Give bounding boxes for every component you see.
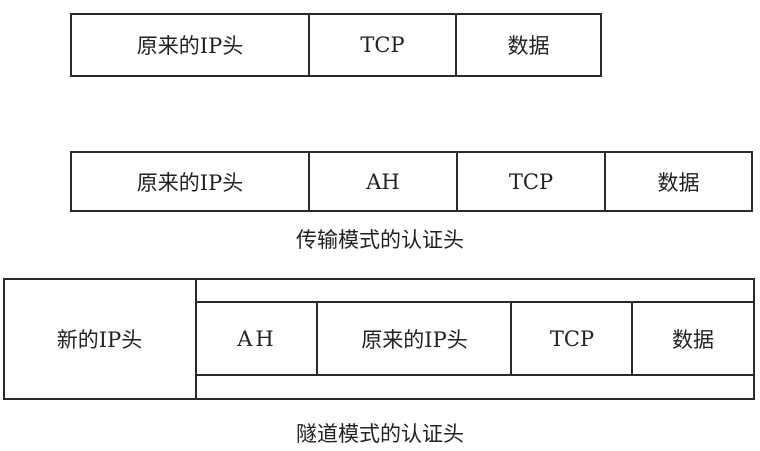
divider <box>316 302 318 375</box>
field-data: 数据 <box>604 153 751 210</box>
divider <box>510 302 512 375</box>
tunnel-mode-packet <box>3 278 755 400</box>
field-tcp: TCP <box>456 153 604 210</box>
transport-mode-caption: 传输模式的认证头 <box>296 228 464 252</box>
field-ah: AH <box>237 326 277 351</box>
field-original-ip-header: 原来的IP头 <box>136 34 244 58</box>
field-data: 数据 <box>672 327 714 352</box>
inner-bottom-line <box>196 374 755 376</box>
field-original-ip-header: 原来的IP头 <box>136 170 244 195</box>
field-tcp: TCP <box>308 15 455 75</box>
field-original-ip-header: 原来的IP头 <box>361 327 468 352</box>
inner-top-line <box>196 301 755 303</box>
field-new-ip-header: 新的IP头 <box>56 328 143 352</box>
divider <box>631 302 633 375</box>
field-data: 数据 <box>455 15 600 75</box>
field-ah: AH <box>308 153 456 210</box>
transport-mode-packet: 原来的IP头 AH TCP 数据 <box>70 151 753 212</box>
tunnel-mode-caption: 隧道模式的认证头 <box>296 422 464 446</box>
divider <box>195 278 197 400</box>
field-tcp: TCP <box>549 326 595 351</box>
original-packet: 原来的IP头 TCP 数据 <box>70 13 602 77</box>
